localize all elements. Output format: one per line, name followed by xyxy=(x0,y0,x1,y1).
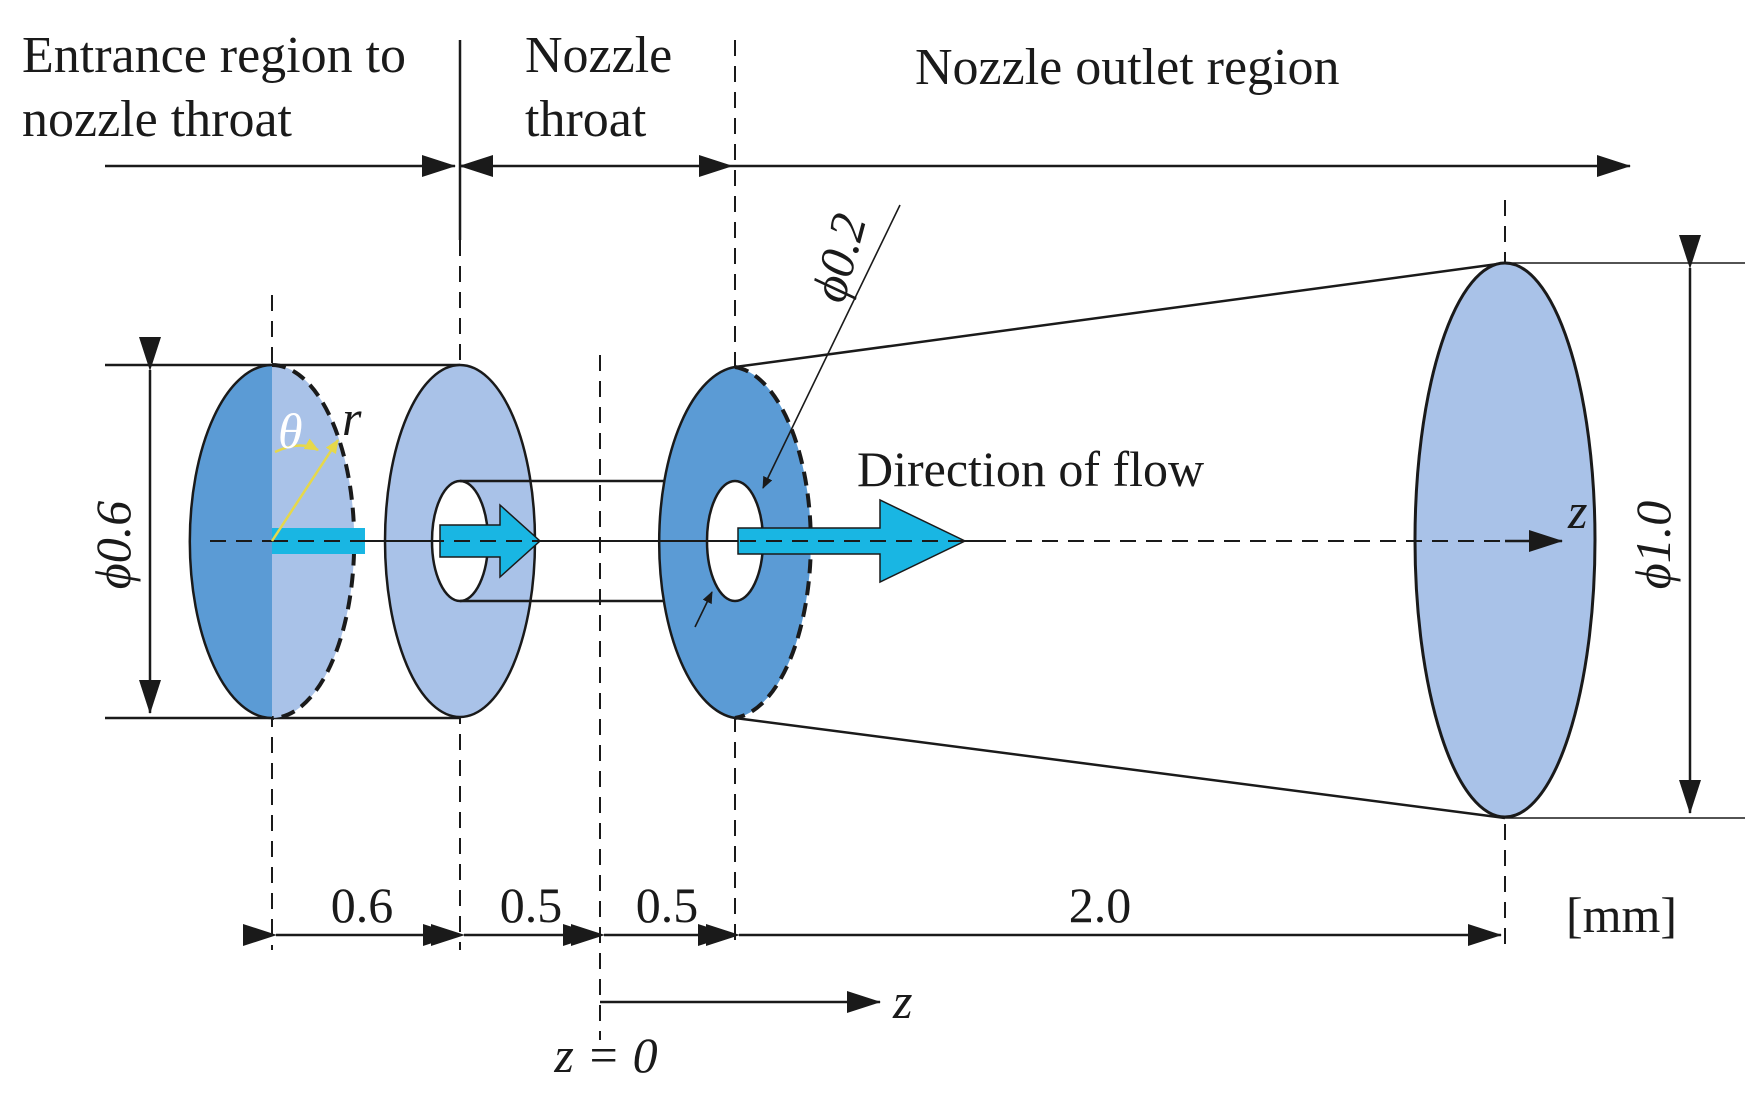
unit-label: [mm] xyxy=(1566,887,1677,943)
outlet-diameter-label: ϕ1.0 xyxy=(1625,501,1681,589)
outlet-diameter-dimension xyxy=(1505,235,1745,819)
throat-region-label-line2: throat xyxy=(525,91,647,148)
throat-length-b-label: 0.5 xyxy=(636,877,699,933)
entrance-region-label-line2: nozzle throat xyxy=(22,91,293,148)
polar-coordinate-indicator xyxy=(270,438,340,542)
flow-direction-label: Direction of flow xyxy=(857,441,1204,497)
throat-region-label-line1: Nozzle xyxy=(525,27,672,84)
outlet-region-label: Nozzle outlet region xyxy=(915,39,1340,96)
r-label: r xyxy=(342,390,362,446)
throat-diameter-leader xyxy=(694,204,901,628)
entrance-region-label-line1: Entrance region to xyxy=(22,27,406,84)
throat-length-a-label: 0.5 xyxy=(500,877,563,933)
z-origin-axis-label: z xyxy=(892,973,912,1029)
theta-label: θ xyxy=(278,403,303,459)
outlet-length-label: 2.0 xyxy=(1069,877,1132,933)
z-axis-label: z xyxy=(1567,483,1587,539)
entrance-length-label: 0.6 xyxy=(331,877,394,933)
z-zero-label: z = 0 xyxy=(553,1027,657,1083)
inlet-diameter-label: ϕ0.6 xyxy=(85,501,141,589)
throat-diameter-label: ϕ0.2 xyxy=(800,208,877,308)
